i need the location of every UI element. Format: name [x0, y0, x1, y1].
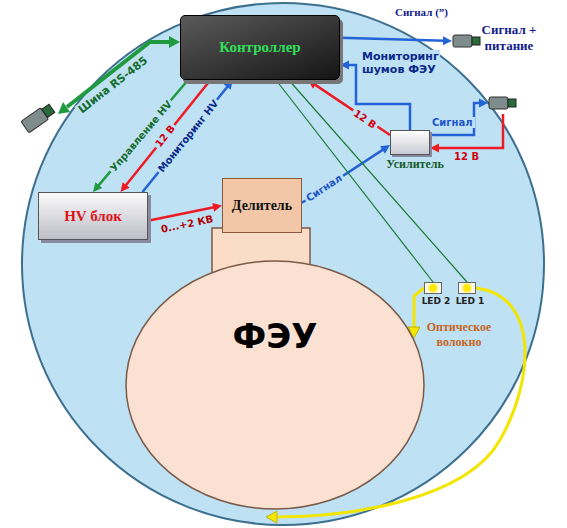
connector-line	[430, 103, 481, 135]
led-box	[458, 282, 476, 294]
arrow-head	[121, 182, 130, 192]
connector-shape	[452, 30, 482, 52]
connector: Сигнал (”)	[395, 6, 495, 52]
amplifier: Усилитель	[375, 130, 455, 175]
amplifier-box	[390, 130, 430, 155]
connector-body	[453, 35, 472, 47]
connector-icon	[488, 92, 518, 114]
connector-icon	[21, 103, 56, 133]
connector-body	[489, 97, 508, 109]
connector-line	[340, 38, 445, 41]
divider-box: Делитель	[222, 178, 302, 233]
connector-tip	[42, 104, 55, 117]
edge-label: 12 В	[452, 151, 481, 162]
edge-label: Сигнал	[302, 171, 345, 205]
arrow-head	[224, 80, 233, 90]
connector-line	[143, 85, 229, 192]
node-text: HV блок	[64, 208, 122, 225]
connector-line	[314, 84, 390, 135]
connector-tip	[472, 37, 480, 45]
pmt-outline-svg	[125, 260, 425, 510]
arrow-head	[380, 145, 390, 154]
connector-shape	[488, 92, 518, 114]
led: LED 2	[418, 282, 454, 308]
led-box	[424, 282, 442, 294]
arrow-head	[266, 511, 277, 523]
arrow-head	[212, 203, 222, 212]
arrow-head	[430, 144, 439, 153]
arrow-head	[93, 182, 102, 192]
connector-icon	[452, 30, 482, 52]
edge-label: 12 В	[350, 106, 380, 131]
free-label: Шина RS-485	[74, 53, 151, 117]
arrow-head	[443, 36, 452, 45]
node-text: LED 1	[452, 296, 488, 306]
node-text: LED 2	[418, 296, 454, 306]
connector-line	[98, 80, 188, 187]
edge-label: Мониторинг шумов ФЭУ	[360, 50, 440, 76]
free-label: Оптическое волокно	[420, 320, 498, 350]
edge-label: 0...+2 КВ	[158, 213, 216, 235]
arrow-head	[308, 80, 318, 89]
sphere-housing	[22, 3, 544, 525]
connector-tip	[508, 99, 516, 107]
arrow-head	[479, 99, 488, 108]
controller-box: Контроллер	[180, 15, 340, 80]
node-text: Сигнал (”)	[395, 6, 448, 18]
arrow-head	[340, 61, 349, 70]
pmt-ellipse-shape	[126, 261, 424, 509]
hv-block: HV блок	[38, 192, 148, 240]
edge-label: Сигнал	[430, 117, 475, 128]
connector: Сигнал + питание	[470, 22, 562, 118]
node-text: Сигнал + питание	[478, 22, 540, 54]
arrow-head	[169, 36, 180, 48]
node-text: Делитель	[232, 198, 292, 214]
arrow-head	[58, 102, 70, 114]
pmt-outline	[125, 260, 425, 510]
node-text: ФЭУ	[233, 316, 318, 356]
node-text: Усилитель	[375, 157, 455, 172]
led: LED 1	[452, 282, 488, 308]
pmt-ellipse: ФЭУ	[125, 260, 425, 510]
node-text: Контроллер	[219, 39, 300, 56]
connector-line	[289, 80, 467, 282]
